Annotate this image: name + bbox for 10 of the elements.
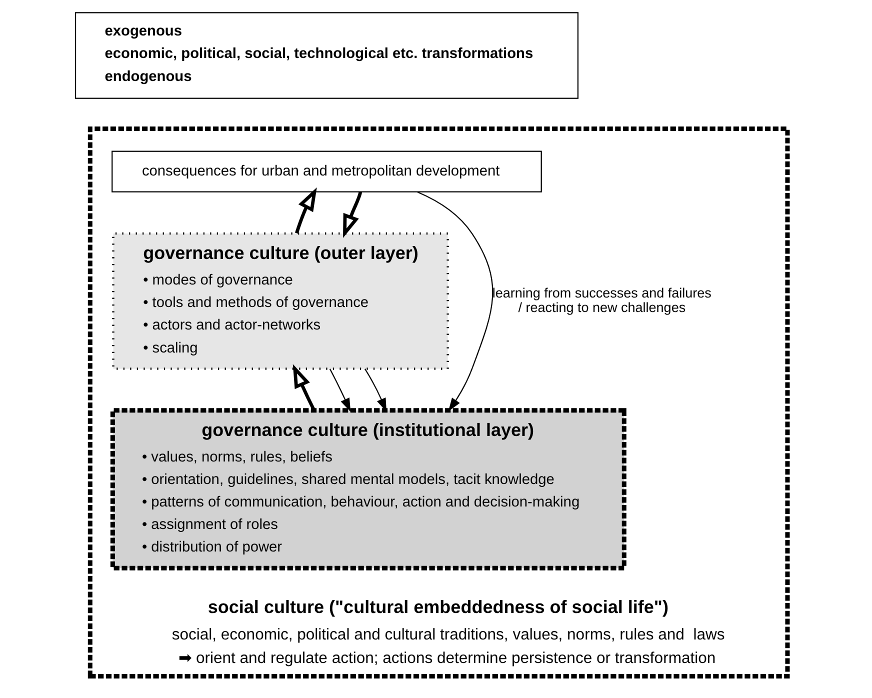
edge-label: learning from successes and failures / reacting to new challenges — [492, 285, 712, 315]
arrow — [417, 191, 494, 412]
arrow — [294, 187, 317, 234]
node-box: governance culture (outer layer) • modes of governance • tools and methods of governance • actors and actor-networks • scaling — [112, 232, 449, 370]
arrow — [292, 364, 316, 412]
arrow — [329, 368, 351, 412]
node-box: governance culture (institutional layer) • values, norms, rules, beliefs • orientation, guidelines, shared mental models, tacit knowledge • patterns of communication, behaviour, action and decision-making • assignment of roles • distribution of power — [110, 408, 626, 570]
arrow — [342, 191, 362, 238]
node-box: consequences for urban and metropolitan development — [112, 150, 542, 192]
node-box: exogenous economic, political, social, technological etc. transformations endogenous — [74, 12, 578, 99]
